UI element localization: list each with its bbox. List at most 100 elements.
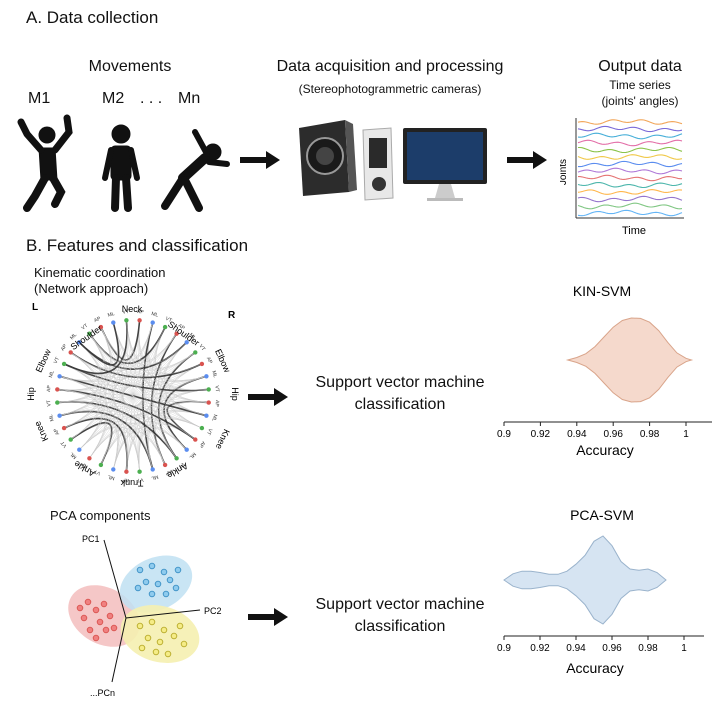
- network-axis-label: AP: [52, 427, 61, 436]
- network-node: [87, 456, 92, 461]
- movement-mn-label: Mn: [178, 90, 201, 107]
- pca-point: [170, 632, 178, 640]
- svm-label-line2-pca: classification: [354, 618, 446, 635]
- network-axis-label: ML: [107, 473, 115, 481]
- movement-dots: . . .: [140, 90, 163, 107]
- pca-point: [174, 566, 182, 574]
- pca-svm-title: PCA-SVM: [570, 507, 634, 523]
- timeseries-line: [578, 160, 683, 168]
- network-chord: [113, 322, 207, 381]
- pca-point: [102, 626, 110, 634]
- network-chord: [126, 320, 203, 429]
- computer-tower-icon: [362, 127, 394, 201]
- pca-point: [166, 576, 174, 584]
- timeseries-line: [577, 119, 683, 125]
- network-node: [184, 447, 189, 452]
- kinematic-line1: Kinematic coordination: [34, 265, 166, 280]
- pca-point: [160, 568, 168, 576]
- network-node: [199, 425, 205, 431]
- output-sub2: (joints' angles): [601, 94, 679, 108]
- network-chord: [79, 426, 153, 470]
- network-axis-label: ML: [107, 311, 115, 319]
- network-axis-label: AP: [164, 468, 173, 477]
- network-chord: [59, 376, 103, 450]
- timeseries-plot: Joints Time: [560, 118, 684, 237]
- acquisition-hardware: [299, 120, 487, 201]
- pca-label-pc2: PC2: [204, 606, 222, 616]
- arrow-right-icon: [240, 151, 280, 169]
- pca-point: [152, 648, 160, 656]
- joint-label-knee-left: Knee: [32, 420, 50, 443]
- x-tick-label: 0.94: [566, 643, 586, 654]
- network-axis-label: VT: [198, 343, 207, 352]
- timeseries-line: [577, 181, 683, 189]
- pca-point: [136, 566, 144, 574]
- x-tick-label: 0.92: [531, 429, 551, 440]
- pca-point: [76, 604, 84, 612]
- timeseries-line: [577, 154, 683, 160]
- pca-point: [106, 612, 114, 620]
- network-node: [55, 387, 60, 392]
- network-axis-label: VT: [122, 309, 129, 316]
- arrow-right-icon: [248, 388, 288, 406]
- pca-point: [160, 626, 168, 634]
- network-node: [61, 361, 67, 367]
- network-node: [124, 469, 129, 474]
- network-node: [150, 467, 155, 472]
- kin-svm-xlabel: Accuracy: [576, 442, 634, 458]
- network-node: [68, 350, 73, 355]
- pca-point: [136, 622, 144, 630]
- x-tick-label: 0.96: [602, 643, 622, 654]
- arrow-right-icon: [248, 608, 288, 626]
- network-node: [174, 331, 179, 336]
- x-tick-label: 0.9: [497, 429, 511, 440]
- pca-point: [86, 626, 94, 634]
- network-axis-label: VT: [213, 385, 220, 392]
- timeseries-line: [577, 132, 683, 140]
- timeseries-line: [577, 209, 683, 217]
- pca-point: [148, 590, 156, 598]
- figure-m2-icon: [102, 124, 140, 212]
- joint-label-neck: Neck: [122, 304, 143, 314]
- acquisition-heading: Data acquisition and processing: [276, 58, 504, 75]
- network-chord: [126, 320, 140, 472]
- network-axis-label: ML: [48, 413, 56, 421]
- network-axis-label: VT: [93, 468, 101, 476]
- network-axis-label: ML: [188, 451, 197, 460]
- network-node: [77, 340, 82, 345]
- pca-svm-xlabel: Accuracy: [566, 660, 624, 676]
- x-tick-label: 1: [683, 429, 689, 440]
- network-node: [162, 462, 168, 468]
- network-node: [111, 467, 116, 472]
- pca-axis-pc1: [103, 539, 127, 619]
- pca-point: [172, 584, 180, 592]
- network-chord: [126, 320, 177, 459]
- x-tick-label: 0.9: [497, 643, 511, 654]
- network-axis-label: AP: [177, 323, 186, 332]
- joint-label-trunk: Trunk: [120, 478, 143, 488]
- svm-label-line1-pca: Support vector machine: [315, 596, 485, 613]
- network-chord: [79, 342, 107, 450]
- network-axis-label: ML: [151, 311, 159, 319]
- pca-point: [92, 634, 100, 642]
- pca-point: [110, 624, 118, 632]
- network-chord: [163, 375, 207, 451]
- x-tick-label: 0.94: [567, 429, 587, 440]
- joint-label-shoulder-right: Shoulder: [166, 319, 201, 348]
- network-node: [137, 469, 142, 474]
- network-node: [111, 320, 116, 325]
- network-node: [55, 400, 60, 405]
- movement-m1-label: M1: [28, 90, 51, 107]
- network-axis-label: VT: [177, 461, 186, 470]
- pca-point: [156, 638, 164, 646]
- network-axis-label: AP: [46, 384, 53, 392]
- network-axis-label: ML: [210, 370, 218, 378]
- network-node: [98, 324, 104, 330]
- network-axis-label: AP: [137, 309, 145, 316]
- timeseries-line: [577, 167, 683, 175]
- network-chord: [78, 322, 120, 366]
- pca-point: [138, 644, 146, 652]
- network-left-label: L: [32, 302, 38, 313]
